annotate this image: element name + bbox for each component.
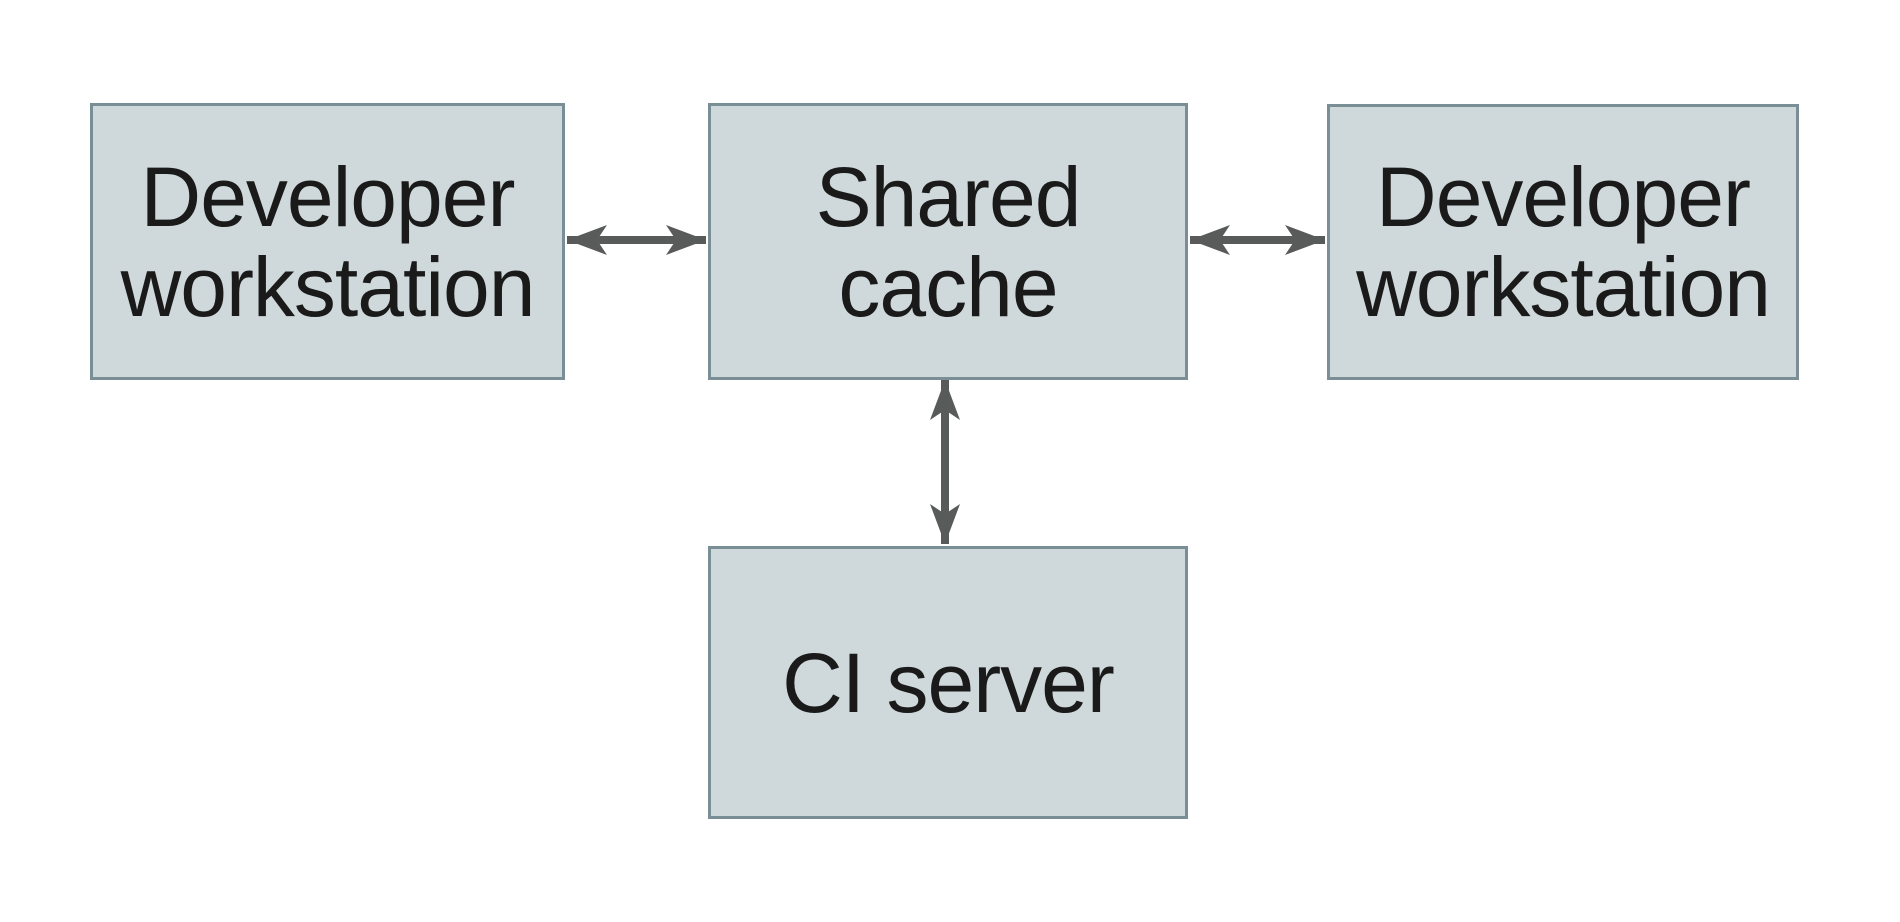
node-label-line: workstation <box>120 239 536 334</box>
node-label-line: Developer <box>1376 150 1751 244</box>
node-shared-cache: Shared cache <box>708 103 1188 380</box>
node-ci-server: CI server <box>708 546 1188 819</box>
node-label-line: workstation <box>1356 240 1771 334</box>
node-developer-workstation-left: Developer workstation <box>90 103 565 380</box>
node-label-line: CI server <box>782 635 1115 730</box>
node-label-line: Shared <box>815 149 1082 244</box>
node-developer-workstation-right: Developer workstation <box>1327 104 1799 380</box>
node-label-line: cache <box>838 239 1058 334</box>
node-label-line: Developer <box>140 149 516 244</box>
